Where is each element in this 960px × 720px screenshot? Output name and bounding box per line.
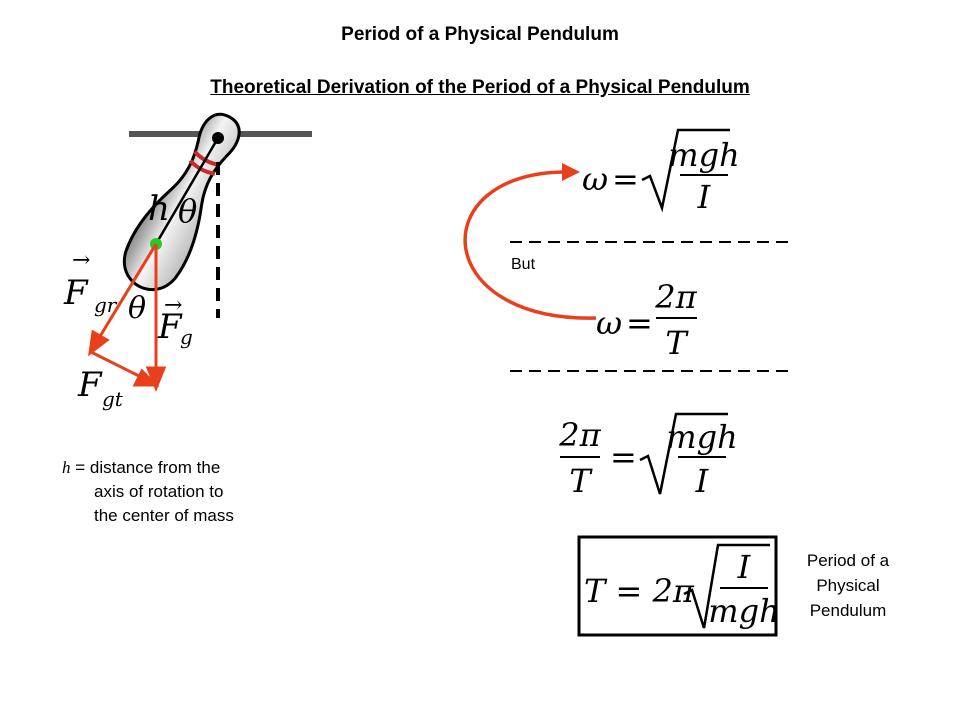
equation-omega-period: ω = 2π T (596, 278, 698, 362)
h-definition: h = distance from the axis of rotation t… (62, 456, 234, 528)
result-lhs: T = 2π (584, 572, 695, 610)
pin-stripe (188, 159, 216, 176)
numerator-2pi: 2π (558, 416, 601, 454)
arrowhead-icon (562, 163, 580, 181)
f-gr-subscript: gr (94, 293, 118, 317)
result-label-line-2: Physical (816, 576, 880, 595)
result-frame (577, 535, 778, 637)
force-gr-arrow (94, 243, 158, 344)
denominator-I: I (695, 462, 710, 500)
sqrt-radical (639, 412, 728, 495)
arrowhead-icon (87, 329, 110, 357)
arrowhead-icon (145, 366, 167, 393)
denominator-T: T (569, 462, 593, 500)
theta-label: θ (128, 291, 146, 326)
equation-combined: 2π T = mgh I (558, 412, 738, 500)
result-equation-box: T = 2π I mgh (577, 535, 780, 637)
numerator-mgh: mgh (668, 136, 739, 174)
vector-arrow-icon: → (164, 293, 182, 318)
denominator-I: I (697, 178, 712, 216)
sqrt-radical (683, 543, 770, 629)
equals-sign: = (612, 160, 639, 198)
equals-sign: = (626, 304, 653, 342)
force-vectors (87, 243, 167, 393)
f-g-subscript: g (180, 325, 193, 349)
numerator-2pi: 2π (654, 278, 697, 316)
h-line (154, 137, 220, 245)
h-definition-line-2: axis of rotation to (94, 482, 224, 501)
omega-symbol: ω (582, 160, 608, 198)
page-subtitle: Theoretical Derivation of the Period of … (210, 77, 750, 98)
h-symbol: h (62, 458, 71, 477)
numerator-I: I (737, 548, 752, 586)
numerator-mgh: mgh (666, 418, 737, 456)
page-title: Period of a Physical Pendulum (341, 24, 619, 45)
f-gt-label: F (77, 365, 103, 405)
equation-omega-sqrt: ω = mgh I (582, 128, 740, 216)
result-label-line-1: Period of a (806, 551, 890, 570)
force-gt-arrow (90, 350, 144, 380)
arrowhead-icon (132, 368, 160, 387)
pivot-dot (212, 132, 224, 144)
sqrt-radical (641, 128, 730, 213)
h-label: h (148, 189, 170, 229)
equals-sign: = (610, 438, 637, 476)
vector-arrow-icon: → (72, 248, 90, 273)
denominator-T: T (665, 324, 689, 362)
result-label-line-3: Pendulum (809, 601, 887, 620)
result-label: Period of a Physical Pendulum (770, 548, 926, 623)
denominator-mgh: mgh (708, 592, 779, 630)
f-gr-label: F (63, 273, 89, 313)
theta-label: θ (178, 192, 197, 230)
substitution-curved-arrow (463, 170, 597, 320)
f-g-label: F (157, 307, 183, 347)
h-definition-line-1: = distance from the (70, 458, 221, 477)
h-definition-line-3: the center of mass (94, 506, 234, 525)
omega-symbol: ω (596, 304, 622, 342)
f-gt-subscript: gt (102, 387, 124, 411)
but-label: But (511, 256, 536, 273)
